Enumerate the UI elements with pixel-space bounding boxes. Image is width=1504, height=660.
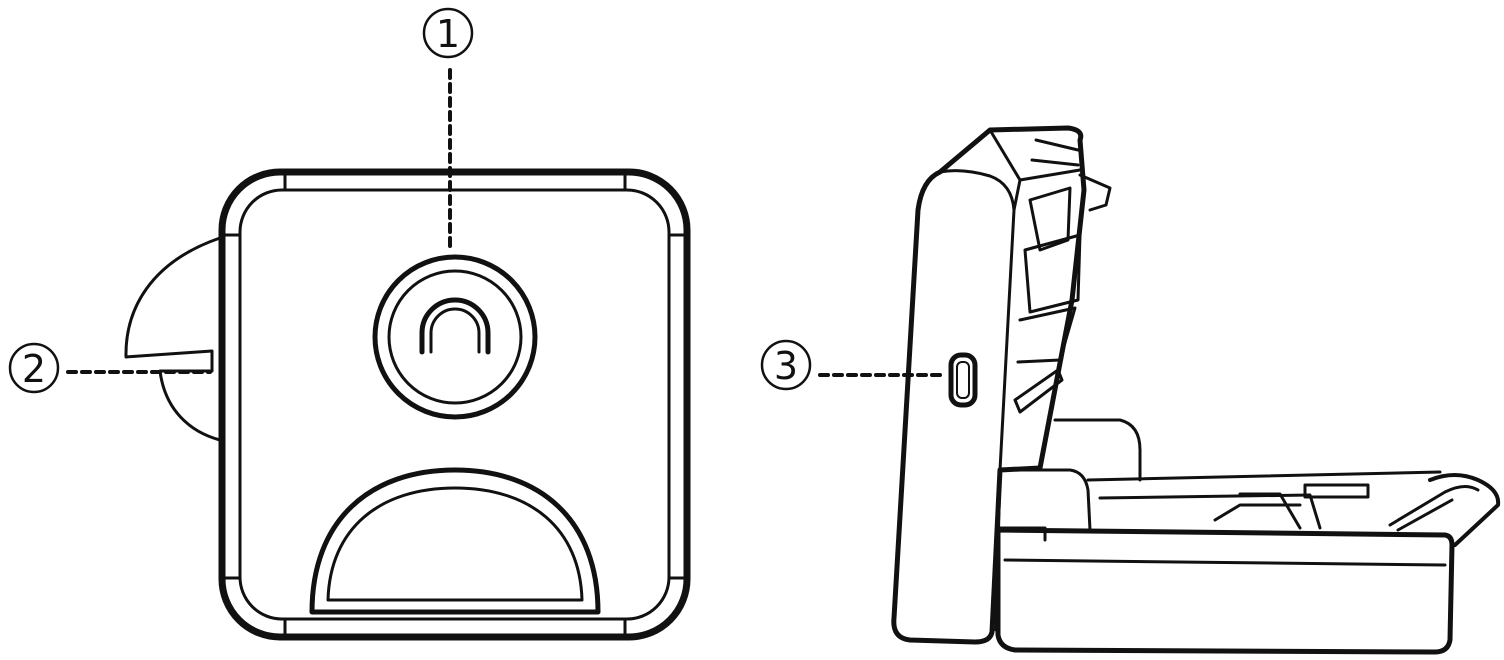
callout-2: 2 (8, 342, 212, 394)
power-symbol-icon (419, 297, 491, 355)
usb-port (948, 352, 978, 408)
front-outer-shell (218, 168, 691, 641)
printer-front-view (124, 168, 691, 641)
base-body (995, 527, 1455, 655)
callout-1-circle (422, 7, 474, 59)
callout-3: 3 (760, 339, 948, 391)
callout-3-circle (760, 339, 812, 391)
callout-2-label: 2 (22, 347, 46, 391)
front-inner-face (238, 188, 671, 621)
paper-roller (1388, 473, 1501, 547)
printer-side-view-open (891, 125, 1501, 655)
lid-body (891, 125, 1087, 645)
callout-3-label: 3 (774, 344, 798, 388)
callout-1: 1 (422, 7, 474, 248)
paper-outlet (309, 467, 601, 615)
power-button (372, 254, 538, 420)
callout-1-label: 1 (436, 12, 460, 56)
side-knob (124, 236, 222, 442)
callout-2-circle (8, 342, 60, 394)
